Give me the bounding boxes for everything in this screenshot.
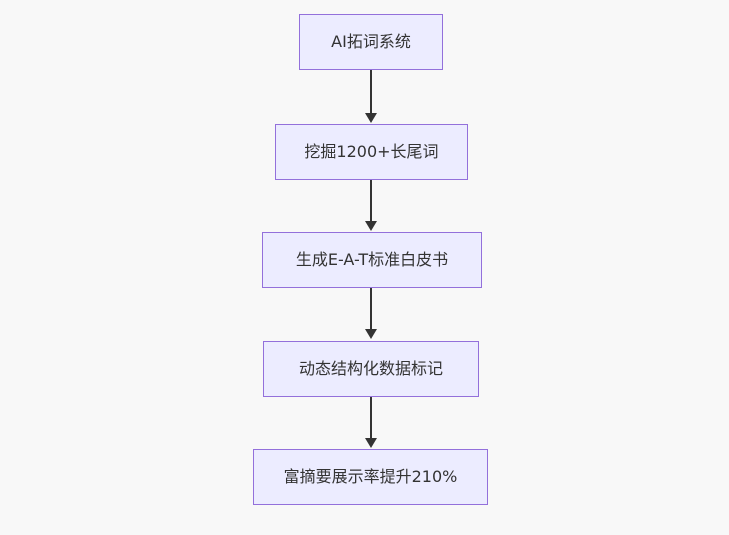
node-label: 挖掘1200+长尾词 — [304, 142, 439, 161]
node-eat-standard-whitepaper: 生成E-A-T标准白皮书 — [262, 232, 482, 288]
node-longtail-keyword-mining: 挖掘1200+长尾词 — [275, 124, 468, 180]
edge-line-1-2 — [370, 70, 372, 114]
node-label: 富摘要展示率提升210% — [283, 467, 458, 486]
arrowhead-down-icon — [365, 113, 377, 123]
edge-line-2-3 — [370, 180, 372, 222]
arrowhead-down-icon — [365, 221, 377, 231]
node-label: 动态结构化数据标记 — [298, 359, 443, 378]
node-label: AI拓词系统 — [331, 32, 411, 51]
arrowhead-down-icon — [365, 438, 377, 448]
node-label: 生成E-A-T标准白皮书 — [295, 250, 449, 269]
arrowhead-down-icon — [365, 329, 377, 339]
node-dynamic-structured-data-markup: 动态结构化数据标记 — [263, 341, 479, 397]
edge-line-3-4 — [370, 288, 372, 330]
node-ai-word-expansion-system: AI拓词系统 — [299, 14, 443, 70]
edge-line-4-5 — [370, 397, 372, 439]
node-rich-snippet-rate-increase: 富摘要展示率提升210% — [253, 449, 488, 505]
